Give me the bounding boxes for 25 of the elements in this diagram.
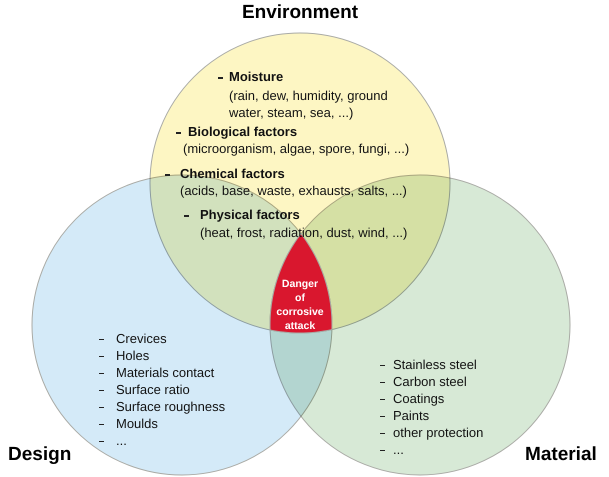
list-item: Moulds — [116, 415, 158, 432]
list-item: Coatings — [393, 390, 444, 407]
circle-title: Design — [8, 444, 72, 466]
list-item: ... — [116, 432, 127, 449]
list-item: Surface ratio — [116, 381, 190, 398]
danger-label: Danger of corrosive attack — [276, 277, 324, 333]
circle-title: Environment — [240, 2, 360, 24]
factor-examples: (rain, dew, humidity, ground water, steam, sea, ...) — [229, 87, 389, 121]
factor-examples: (microorganism, algae, spore, fungi, ...) — [183, 140, 410, 157]
factor-heading: Moisture — [229, 68, 284, 85]
list-item: other protection — [393, 424, 484, 441]
list-item: Materials contact — [116, 364, 214, 381]
list-item: Surface roughness — [116, 398, 226, 415]
list-item: ... — [393, 441, 404, 458]
factor-heading: Biological factors — [188, 123, 298, 140]
factor-examples: (heat, frost, radiation, dust, wind, ...) — [200, 224, 408, 241]
factor-heading: Chemical factors — [180, 165, 285, 182]
list-item: Carbon steel — [393, 373, 467, 390]
circle-title: Material — [525, 444, 597, 466]
list-item: Holes — [116, 347, 150, 364]
list-item: Crevices — [116, 330, 167, 347]
list-item: Stainless steel — [393, 356, 477, 373]
factor-examples: (acids, base, waste, exhausts, salts, ...) — [180, 182, 407, 199]
factor-heading: Physical factors — [200, 206, 300, 223]
list-item: Paints — [393, 407, 430, 424]
